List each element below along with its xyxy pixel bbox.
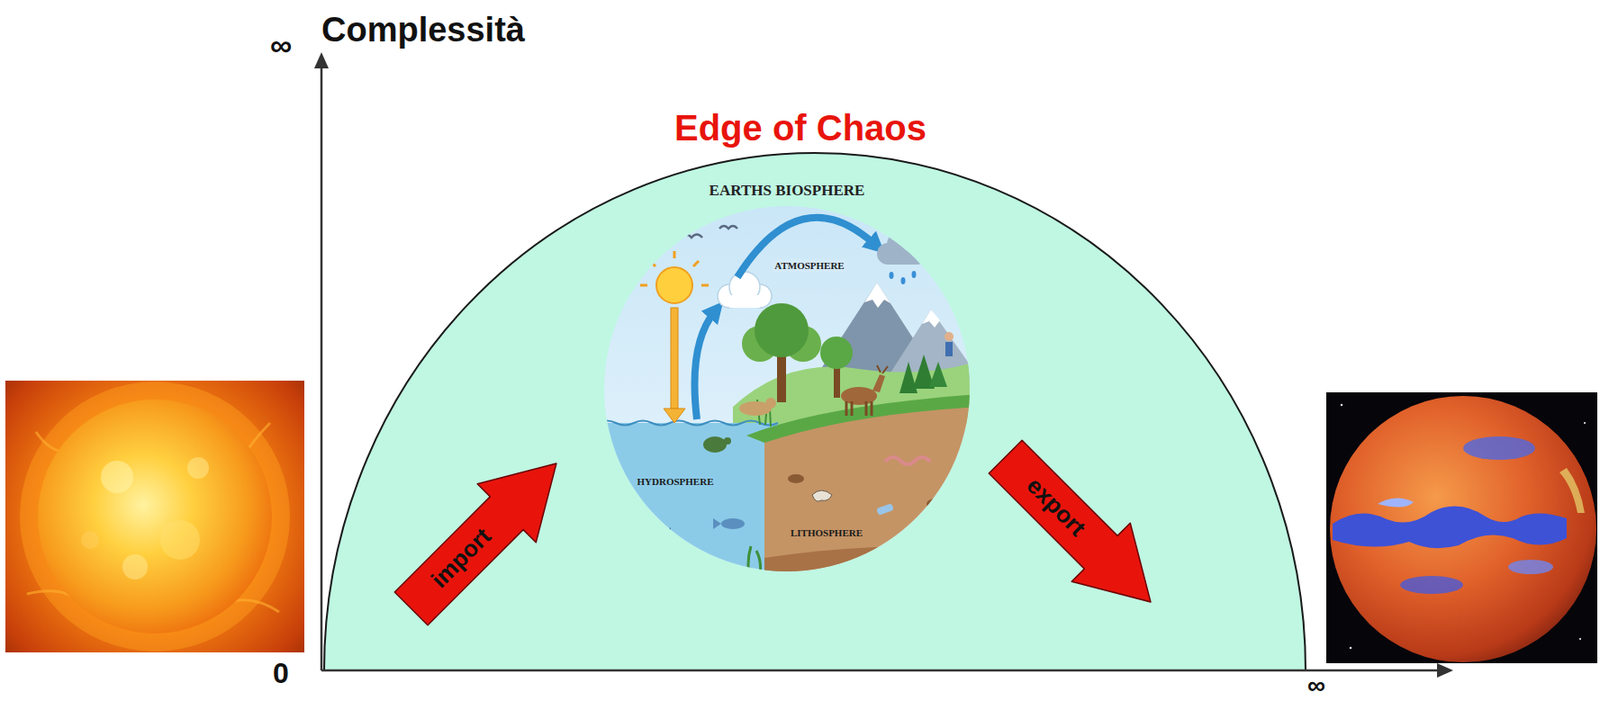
illustration-title: EARTHS BIOSPHERE bbox=[709, 181, 866, 200]
axis-max-value: ∞ bbox=[1307, 671, 1326, 701]
sun-photo bbox=[160, 520, 200, 561]
block-arrow-shape bbox=[381, 434, 586, 639]
biosphere-illustration bbox=[656, 267, 693, 304]
hot-planet-photo bbox=[1332, 506, 1567, 550]
axis-max-value: ∞ bbox=[270, 27, 292, 64]
sun-photo bbox=[37, 399, 272, 634]
biosphere-illustration bbox=[872, 374, 886, 393]
hot-planet-photo bbox=[1377, 497, 1414, 507]
biosphere-illustration bbox=[864, 282, 891, 308]
hot-planet-photo bbox=[1400, 576, 1464, 595]
sphere-label: HYDROSPHERE bbox=[634, 475, 717, 489]
biosphere-illustration bbox=[777, 352, 787, 403]
sphere-label: LITHOSPHERE bbox=[787, 526, 866, 541]
sun-photo bbox=[100, 461, 134, 494]
hot-planet-photo bbox=[1579, 638, 1582, 641]
biosphere-illustration bbox=[833, 366, 841, 398]
region-outline bbox=[324, 153, 1306, 671]
biosphere-illustration bbox=[922, 309, 941, 328]
axis-origin-value: 0 bbox=[272, 657, 290, 691]
sun-photo bbox=[5, 380, 305, 653]
biosphere-illustration bbox=[719, 225, 738, 229]
biosphere-illustration bbox=[901, 277, 906, 285]
hot-planet-photo bbox=[1329, 396, 1597, 663]
biosphere-illustration bbox=[929, 361, 948, 388]
edge-of-chaos-region: Edge of ChaosEARTHS BIOSPHEREATMOSPHEREH… bbox=[324, 153, 1306, 671]
biosphere-illustration bbox=[754, 303, 809, 358]
import-arrow: import bbox=[380, 432, 589, 641]
biosphere-illustration bbox=[723, 437, 732, 445]
biosphere-illustration bbox=[944, 332, 954, 342]
chart-axes bbox=[320, 64, 324, 671]
biosphere-illustration bbox=[787, 474, 805, 484]
hot-planet-photo bbox=[1340, 404, 1343, 407]
biosphere-illustration bbox=[703, 436, 727, 453]
biosphere-illustration bbox=[846, 401, 872, 416]
chart-axes bbox=[314, 52, 329, 69]
biosphere-illustration bbox=[765, 397, 777, 409]
biosphere-illustration bbox=[713, 518, 722, 530]
biosphere-illustration bbox=[885, 457, 930, 465]
sun-photo bbox=[81, 531, 100, 550]
biosphere-illustration bbox=[695, 311, 716, 420]
export-arrow: export bbox=[975, 426, 1184, 635]
chart-axes bbox=[1437, 663, 1454, 678]
biosphere-illustration bbox=[737, 217, 876, 278]
biosphere-illustration bbox=[670, 307, 678, 409]
hot-planet-photo bbox=[1326, 392, 1598, 664]
hot-planet-photo bbox=[1326, 392, 1598, 664]
biosphere-illustration bbox=[876, 365, 888, 374]
hot-planet-photo bbox=[1508, 560, 1554, 575]
sun-photo bbox=[19, 381, 290, 652]
hot-planet-photo bbox=[1332, 436, 1585, 595]
chart-axes bbox=[314, 52, 1454, 678]
block-arrow-shape bbox=[976, 427, 1180, 632]
biosphere-illustration bbox=[812, 490, 832, 502]
sphere-label: ATMOSPHERE bbox=[771, 259, 847, 273]
biosphere-illustration bbox=[729, 295, 760, 308]
biosphere-illustration bbox=[945, 342, 953, 357]
biosphere-area: EARTHS BIOSPHERE ATMOSPHERE HYDROSPHERE LIT… bbox=[597, 180, 977, 581]
hot-planet-photo bbox=[1559, 468, 1585, 514]
biosphere-illustration bbox=[820, 336, 853, 370]
hot-planet-photo bbox=[1583, 422, 1586, 425]
region-outline bbox=[324, 153, 1306, 671]
sun-photo bbox=[122, 554, 148, 580]
biosphere-illustration bbox=[876, 503, 895, 516]
biosphere-illustration bbox=[597, 421, 778, 426]
hot-planet-photo bbox=[1349, 647, 1352, 650]
region-heading: Edge of Chaos bbox=[674, 107, 927, 149]
biosphere-illustration bbox=[663, 408, 686, 424]
biosphere-illustration bbox=[912, 271, 917, 279]
biosphere-illustration bbox=[889, 271, 895, 280]
sun-photo bbox=[187, 457, 209, 480]
sun-photo bbox=[5, 380, 305, 653]
hot-planet-photo bbox=[1463, 436, 1536, 461]
biosphere-illustration bbox=[721, 518, 745, 530]
axis-title: Complessità bbox=[321, 10, 525, 51]
sun-photo bbox=[5, 380, 305, 653]
chart-axes bbox=[321, 669, 1441, 673]
